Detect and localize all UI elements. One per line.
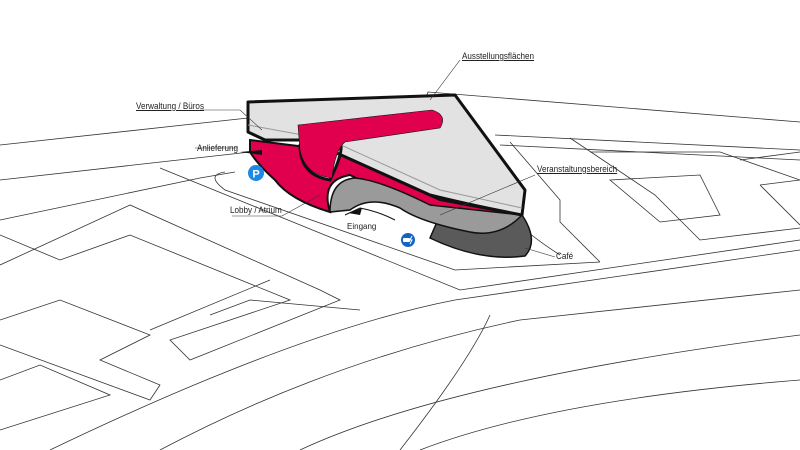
label-eingang: Eingang [347, 222, 377, 231]
svg-text:P: P [252, 169, 259, 181]
event-area-volume [329, 177, 524, 234]
electric-car-charging-icon [401, 233, 415, 247]
magenta-strip [297, 109, 443, 179]
label-anlieferung: Anlieferung [197, 143, 238, 153]
entrance-canopy [344, 207, 396, 221]
label-lobby-atrium: Lobby / Atrium [230, 205, 282, 215]
label-ausstellungsflaechen: Ausstellungsflächen [462, 51, 535, 61]
label-cafe: Café [556, 251, 574, 261]
label-veranstaltungsbereich: Veranstaltungsbereich [537, 164, 618, 174]
label-verwaltung-bueros: Verwaltung / Büros [136, 101, 204, 111]
entrance-arrow [348, 208, 362, 215]
delivery-arrow [240, 150, 262, 155]
parking-sign-icon: P [248, 165, 264, 181]
building [240, 93, 533, 258]
leader-lines [195, 59, 556, 258]
slab-edge-band [247, 124, 523, 209]
